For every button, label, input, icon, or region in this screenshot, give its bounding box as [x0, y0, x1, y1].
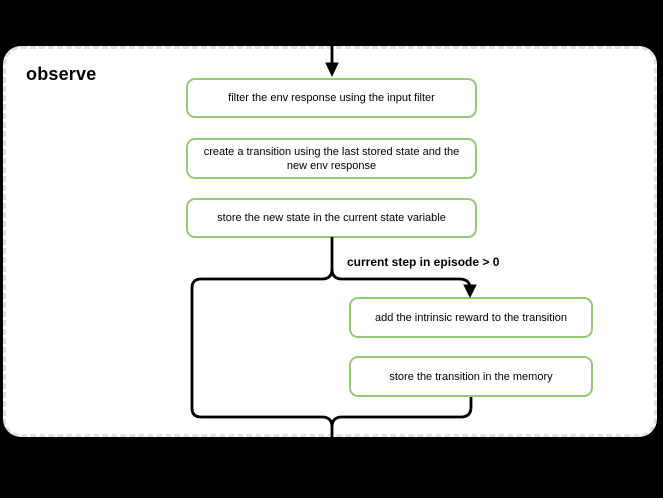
node-label: store the new state in the current state… [217, 212, 446, 224]
node-store-new-state: store the new state in the current state… [186, 198, 477, 238]
node-label: add the intrinsic reward to the transiti… [375, 311, 567, 324]
node-store-transition-memory: store the transition in the memory [349, 356, 593, 397]
panel-title: observe [26, 64, 97, 84]
node-label: filter the env response using the input … [228, 92, 435, 104]
node-add-intrinsic-reward: add the intrinsic reward to the transiti… [349, 297, 593, 338]
node-label: store the transition in the memory [389, 370, 553, 383]
node-filter-env-response: filter the env response using the input … [186, 78, 477, 118]
node-label: create a transition using the last store… [203, 145, 460, 172]
node-create-transition: create a transition using the last store… [186, 138, 477, 179]
condition-label: current step in episode > 0 [347, 255, 500, 269]
